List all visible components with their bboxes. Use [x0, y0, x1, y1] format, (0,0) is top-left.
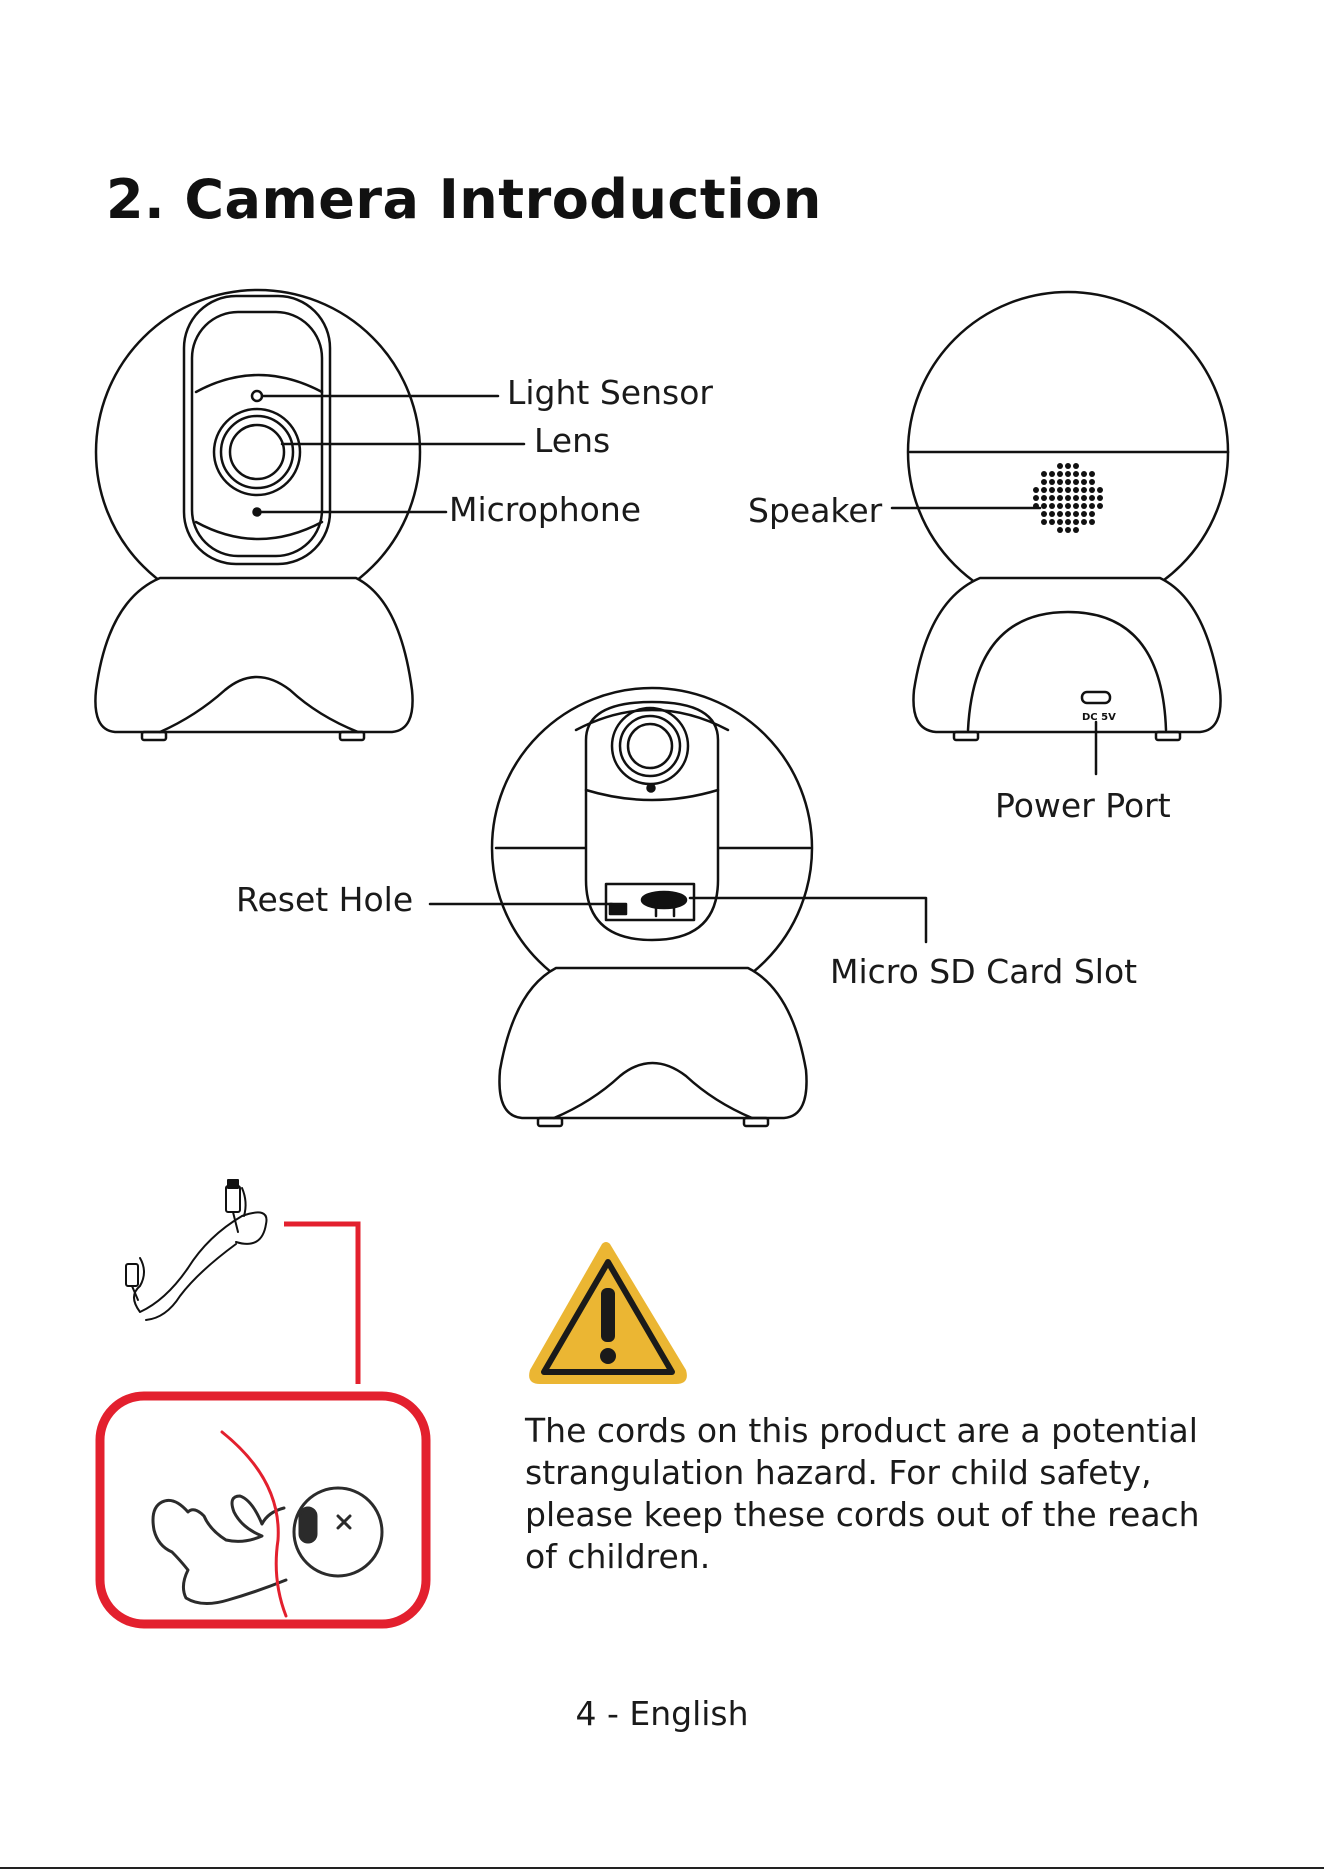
bottom-rule	[0, 1867, 1324, 1869]
sd-slot-icon	[642, 892, 686, 908]
power-port-label: Power Port	[995, 789, 1171, 822]
warning-triangle-icon	[529, 1242, 687, 1384]
strangulation-warning-text: The cords on this product are a potentia…	[525, 1410, 1225, 1578]
port-marking: DC 5V	[1082, 712, 1116, 723]
reset-hole-icon	[610, 904, 626, 914]
speaker-grille-icon	[1033, 463, 1103, 533]
usb-cable-illustration	[126, 1180, 267, 1320]
microphone-label: Microphone	[449, 493, 641, 526]
light-sensor-label: Light Sensor	[507, 376, 713, 409]
reset-hole-label: Reset Hole	[236, 883, 413, 916]
microphone-icon	[254, 509, 261, 516]
page-footer: 4 - English	[0, 1694, 1324, 1733]
camera-bottom-view	[430, 688, 926, 1126]
speaker-label: Speaker	[748, 494, 882, 527]
camera-back-view: DC 5V	[892, 292, 1228, 774]
warning-connector	[284, 1224, 358, 1384]
sd-card-slot-label: Micro SD Card Slot	[830, 955, 1137, 988]
hazard-frame	[100, 1396, 426, 1624]
lens-label: Lens	[534, 424, 610, 457]
